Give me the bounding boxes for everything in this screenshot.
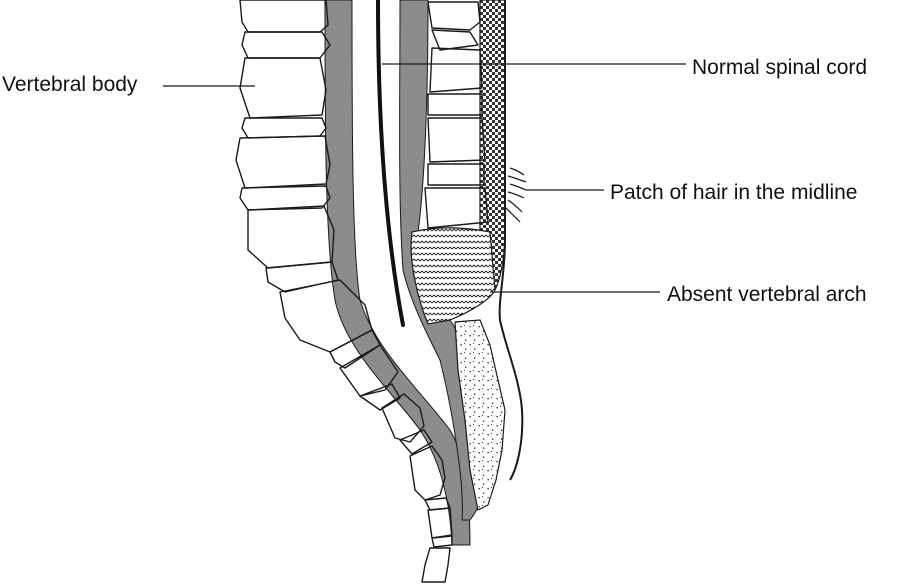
- vertebral-arches: [424, 1, 489, 229]
- vertebral-bodies: [235, 0, 453, 583]
- back-contour: [498, 0, 524, 481]
- hair-patch-icon: [505, 167, 527, 223]
- sacral-soft-tissue: [454, 319, 506, 511]
- label-patch-of-hair: Patch of hair in the midline: [610, 181, 858, 204]
- absent-arch-region: [410, 227, 496, 325]
- label-absent-vertebral-arch: Absent vertebral arch: [667, 283, 867, 306]
- label-normal-spinal-cord: Normal spinal cord: [692, 56, 868, 79]
- label-vertebral-body: Vertebral body: [2, 73, 138, 96]
- spinal-cord: [376, 0, 405, 327]
